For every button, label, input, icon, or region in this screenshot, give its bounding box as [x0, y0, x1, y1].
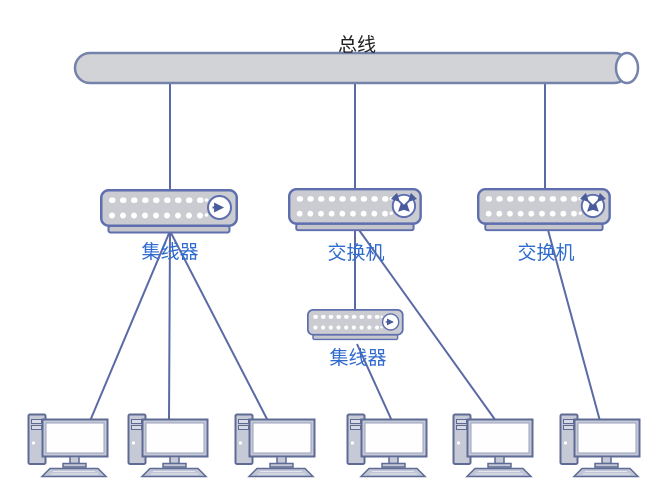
line-hub2-pc4: [356, 343, 393, 422]
line-switch1-pc5: [358, 229, 497, 422]
line-hub1-pc1: [89, 230, 171, 422]
hub-device-2: [307, 309, 404, 341]
line-hub1-pc3: [169, 230, 269, 422]
hub-device-1: [100, 189, 238, 234]
switch-1-label: 交换机: [327, 242, 384, 264]
switch-device-2: [476, 187, 611, 232]
line-hub1-pc2: [168, 230, 171, 421]
desktop-computer-6: [559, 413, 641, 478]
connection-lines: [89, 81, 601, 422]
hub-1-label: 集线器: [141, 241, 198, 263]
bus-label: 总线: [338, 34, 376, 56]
hub-2-label: 集线器: [329, 347, 386, 369]
bus-cylinder: [73, 51, 640, 85]
switch-2-label: 交换机: [517, 242, 574, 264]
desktop-computer-5: [452, 413, 534, 478]
switch-device-1: [287, 187, 422, 232]
desktop-computer-2: [127, 413, 209, 478]
bus-cylinder-end-face: [614, 51, 640, 85]
desktop-computer-3: [234, 413, 316, 478]
desktop-computer-1: [27, 413, 109, 478]
desktop-computer-4: [346, 413, 428, 478]
line-switch2-pc6: [547, 229, 601, 422]
